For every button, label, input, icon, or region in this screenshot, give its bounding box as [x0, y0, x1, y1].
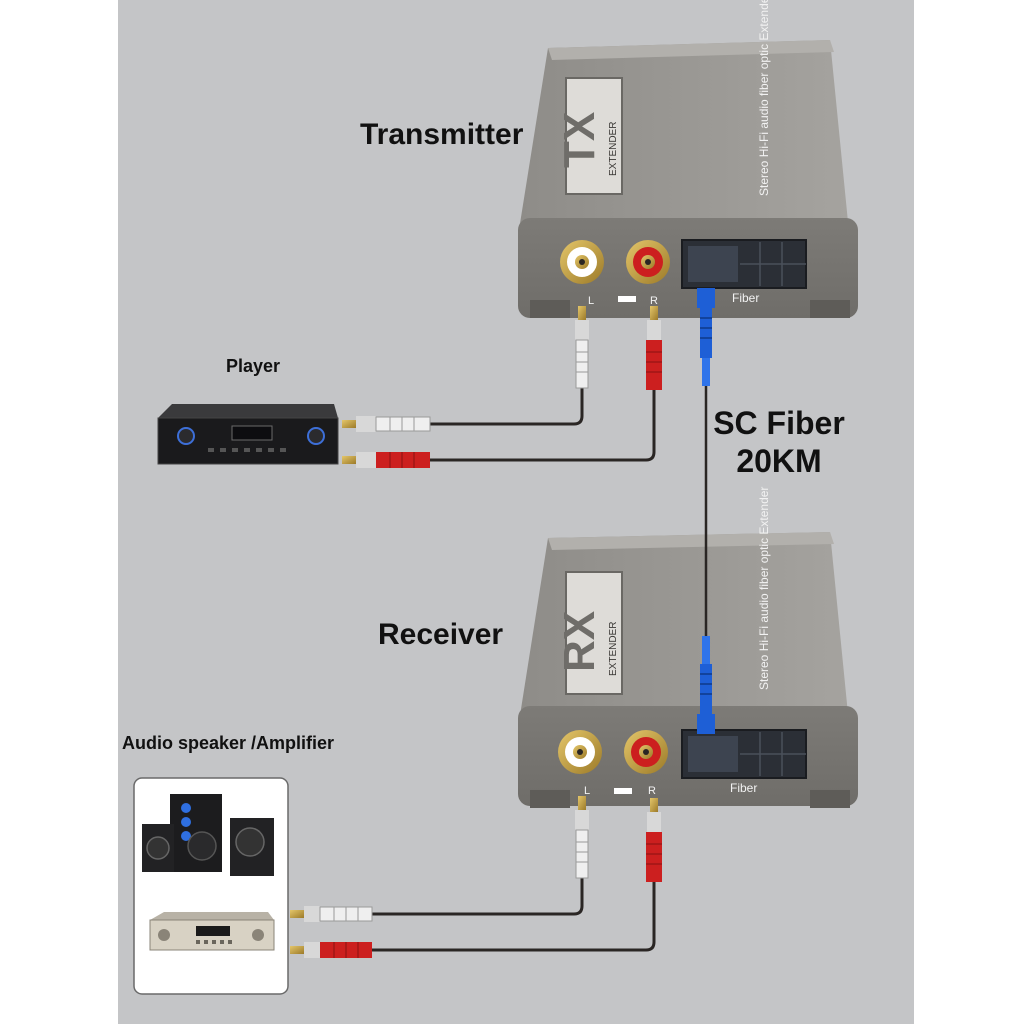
- rx-white-wire: [372, 878, 584, 916]
- speaker-amp-box: [133, 777, 289, 995]
- receiver-device: RX EXTENDER Stereo Hi-Fi audio fiber opt…: [518, 487, 858, 808]
- rx-white-plug-top: [575, 796, 589, 879]
- rx-logo: RX EXTENDER: [555, 571, 623, 695]
- tx-white-wire: [430, 388, 584, 426]
- tx-logo: TX EXTENDER: [555, 77, 623, 195]
- rx-red-plug-amp: [290, 942, 372, 958]
- rx-fiber-module: [688, 736, 738, 772]
- player-label: Player: [226, 356, 281, 376]
- tx-white-plug-player: [342, 416, 431, 432]
- amplifier: [149, 912, 275, 951]
- tx-port-left-label: L: [588, 295, 594, 307]
- tx-logo-text: TX: [555, 112, 604, 168]
- player-top: [158, 404, 338, 418]
- transmitter-label: Transmitter: [360, 118, 524, 151]
- rx-indicator: [614, 788, 632, 794]
- tx-foot-right: [810, 300, 850, 318]
- subwoofer: [170, 794, 222, 872]
- tx-white-plug-top: [575, 306, 589, 389]
- rx-red-wire: [372, 882, 656, 952]
- player-device: [157, 404, 339, 465]
- speaker-right: [230, 818, 274, 876]
- tx-red-plug-top: [646, 306, 662, 390]
- fiber-distance-label: SC Fiber 20KM: [712, 404, 846, 480]
- fiber-connector-rx: [697, 636, 715, 734]
- tx-logo-sub: EXTENDER: [608, 122, 619, 176]
- transmitter-device: TX EXTENDER Stereo Hi-Fi audio fiber opt…: [518, 0, 858, 318]
- fiber-distance-text: 20KM: [736, 443, 822, 479]
- tx-foot-left: [530, 300, 570, 318]
- player-knob-right: [307, 427, 325, 445]
- tx-jack-left: [560, 240, 604, 284]
- rx-product-text: Stereo Hi-Fi audio fiber optic Extender: [757, 487, 771, 690]
- tx-red-wire: [430, 390, 656, 462]
- receiver-label: Receiver: [378, 618, 504, 651]
- rx-foot-left: [530, 790, 570, 808]
- speaker-left: [142, 824, 174, 872]
- rx-foot-right: [810, 790, 850, 808]
- player-knob-left: [177, 427, 195, 445]
- rx-port-left-label: L: [584, 785, 590, 797]
- fiber-connector-tx: [697, 288, 715, 386]
- fiber-cable: [697, 288, 715, 734]
- rx-rca-cables: [290, 796, 662, 958]
- tx-product-text: Stereo Hi-Fi audio fiber optic Extender: [757, 0, 771, 196]
- rx-logo-sub: EXTENDER: [608, 622, 619, 676]
- tx-red-plug-player: [342, 452, 430, 468]
- rx-jack-left: [558, 730, 602, 774]
- fiber-type-text: SC Fiber: [713, 405, 845, 441]
- rx-logo-text: RX: [555, 611, 604, 672]
- rx-body-edge: [548, 532, 834, 550]
- rx-jack-right: [624, 730, 668, 774]
- tx-body-edge: [548, 40, 834, 60]
- tx-rca-cables: [342, 306, 662, 468]
- player-display: [231, 425, 273, 441]
- rx-white-plug-amp: [290, 906, 373, 922]
- rx-port-right-label: R: [648, 785, 656, 797]
- rx-red-plug-top: [646, 798, 662, 882]
- tx-jack-right: [626, 240, 670, 284]
- rx-logo-plate: [565, 571, 623, 695]
- tx-fiber-module: [688, 246, 738, 282]
- tx-indicator: [618, 296, 636, 302]
- tx-fiber-label: Fiber: [732, 291, 759, 305]
- speaker-amp-label: Audio speaker /Amplifier: [122, 733, 335, 753]
- tx-port-right-label: R: [650, 295, 658, 307]
- rx-fiber-label: Fiber: [730, 781, 757, 795]
- tx-logo-plate: [565, 77, 623, 195]
